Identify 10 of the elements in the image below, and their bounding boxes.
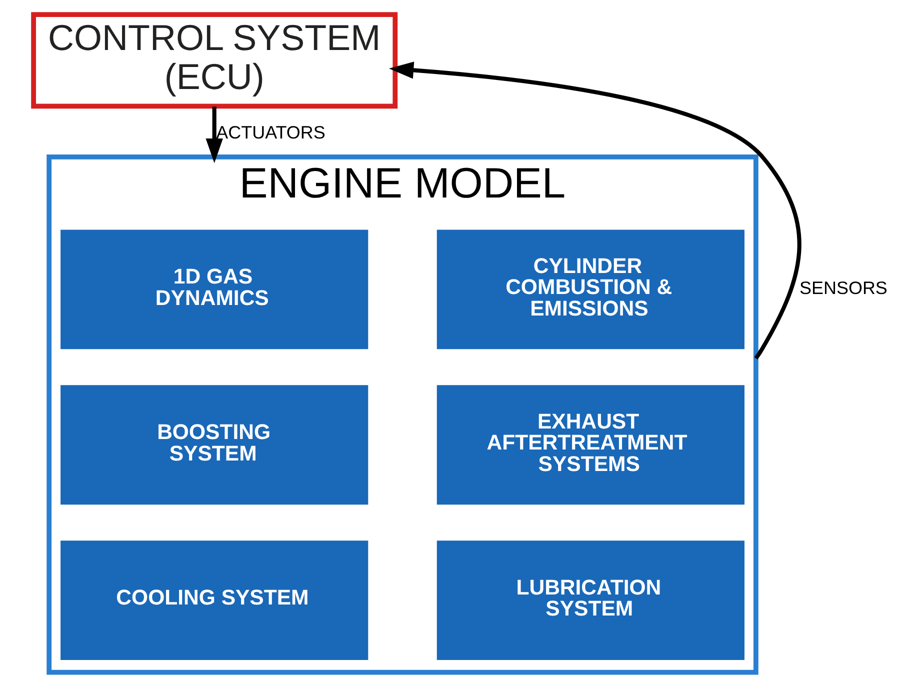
node-box: EXHAUST AFTERTREATMENT SYSTEMS [436,385,744,505]
node-box: 1D GAS DYNAMICS [60,230,368,350]
node-box: CONTROL SYSTEM (ECU) [30,12,398,109]
edge-label: SENSORS [798,278,887,298]
arrow [205,106,222,164]
node-box: BOOSTING SYSTEM [60,385,368,505]
node-box: LUBRICATION SYSTEM [436,540,744,660]
node-box: CYLINDER COMBUSTION & EMISSIONS [436,230,744,350]
arrow [388,62,801,360]
node-box: COOLING SYSTEM [60,540,368,660]
